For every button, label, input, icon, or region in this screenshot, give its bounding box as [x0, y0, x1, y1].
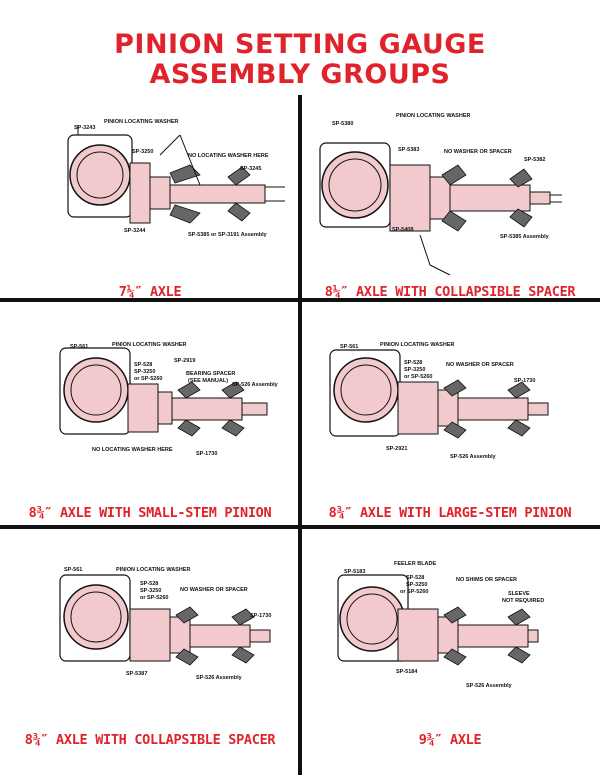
label-sp-3243: SP-3243 — [74, 125, 95, 131]
label-no-shims-or-spacer: NO SHIMS OR SPACER — [456, 577, 517, 583]
label-sp-5184: SP-5184 — [396, 669, 418, 675]
label-sp-3250: SP-3250 — [134, 369, 155, 375]
label-sp-5383: SP-5383 — [398, 147, 419, 153]
label-sp-528: SP-528 — [134, 362, 152, 368]
label-sp-526-assembly: SP-526 Assembly — [450, 454, 497, 460]
page-title-line-1: PINION SETTING GAUGE — [114, 29, 486, 60]
caption-9-3-4-axle: 9¾″ AXLE — [418, 732, 482, 748]
label-sp-3250: SP-3250 — [140, 588, 161, 594]
horizontal-divider-1 — [0, 298, 600, 302]
label-no-locating-washer-here: NO LOCATING WASHER HERE — [188, 153, 269, 159]
label-sp-561: SP-561 — [70, 344, 88, 350]
label-pinion-locating-washer: PINION LOCATING WASHER — [112, 342, 186, 348]
label-not-required: NOT REQUIRED — [502, 598, 544, 604]
label-feeler-blade: FEELER BLADE — [394, 561, 437, 567]
diagram-8-3-4-collapsible: SP-561 PINION LOCATING WASHER SP-528 SP-… — [59, 567, 271, 681]
label-sp-3250: SP-3250 — [404, 367, 425, 373]
label-sp-528: SP-528 — [406, 575, 424, 581]
label-no-washer-or-spacer: NO WASHER OR SPACER — [180, 587, 248, 593]
vertical-divider — [298, 95, 302, 775]
caption-8-3-4-collapsible: 8¾″ AXLE WITH COLLAPSIBLE SPACER — [24, 732, 276, 748]
label-or-sp-5260: or SP-5260 — [134, 376, 162, 382]
label-pinion-locating-washer: PINION LOCATING WASHER — [396, 113, 470, 119]
diagram-8-3-4-large-stem: SP-561 PINION LOCATING WASHER SP-528 SP-… — [329, 342, 549, 460]
label-sp-2919: SP-2919 — [174, 358, 195, 364]
label-sp-5408: SP-5408 — [392, 227, 413, 233]
label-sp-1730: SP-1730 — [514, 378, 535, 384]
label-sp-3250: SP-3250 — [406, 582, 427, 588]
caption-8-3-4-large-stem: 8¾″ AXLE WITH LARGE-STEM PINION — [328, 505, 572, 521]
label-sp-1730: SP-1730 — [250, 613, 271, 619]
label-or-sp-5260: or SP-5260 — [404, 374, 432, 380]
label-sp-526-assembly: SP-526 Assembly — [466, 683, 513, 689]
label-sp-526-assembly: SP-526 Assembly — [232, 382, 279, 388]
label-or-sp-5260: or SP-5260 — [400, 589, 428, 595]
page-title-line-2: ASSEMBLY GROUPS — [149, 59, 451, 90]
label-sp-5385-or-sp-3191: SP-5385 or SP-3191 Assembly — [188, 232, 268, 238]
label-sp-561: SP-561 — [340, 344, 358, 350]
label-sp-3245: SP-3245 — [240, 166, 261, 172]
label-sp-5387: SP-5387 — [126, 671, 147, 677]
diagram-8-3-4-small-stem: SP-561 PINION LOCATING WASHER SP-528 SP-… — [59, 342, 279, 457]
label-no-locating-washer-here: NO LOCATING WASHER HERE — [92, 447, 173, 453]
label-or-sp-5260: or SP-5260 — [140, 595, 168, 601]
label-pinion-locating-washer: PINION LOCATING WASHER — [104, 119, 178, 125]
label-sp-5382: SP-5382 — [524, 157, 545, 163]
label-pinion-locating-washer: PINION LOCATING WASHER — [380, 342, 454, 348]
horizontal-divider-2 — [0, 525, 600, 529]
label-sp-528: SP-528 — [140, 581, 158, 587]
label-sp-1730: SP-1730 — [196, 451, 217, 457]
label-no-washer-or-spacer: NO WASHER OR SPACER — [446, 362, 514, 368]
diagram-8-1-4-axle: SP-5380 PINION LOCATING WASHER SP-5383 N… — [319, 113, 562, 276]
label-sp-5183: SP-5183 — [344, 569, 365, 575]
label-sp-2921: SP-2921 — [386, 446, 407, 452]
label-sp-3250: SP-3250 — [132, 149, 153, 155]
label-sp-526-assembly: SP-526 Assembly — [196, 675, 243, 681]
diagram-7-1-4-axle: SP-3243 PINION LOCATING WASHER SP-3250 N… — [67, 119, 285, 238]
caption-8-1-4-axle: 8¼″ AXLE WITH COLLAPSIBLE SPACER — [324, 284, 576, 300]
label-sp-3244: SP-3244 — [124, 228, 146, 234]
label-sp-5385-assembly: SP-5385 Assembly — [500, 234, 550, 240]
caption-8-3-4-small-stem: 8¾″ AXLE WITH SMALL-STEM PINION — [28, 505, 272, 521]
label-pinion-locating-washer: PINION LOCATING WASHER — [116, 567, 190, 573]
diagram-9-3-4-axle: SP-5183 FEELER BLADE SP-528 SP-3250 or S… — [337, 561, 544, 689]
label-sp-5380: SP-5380 — [332, 121, 353, 127]
label-see-manual: (SEE MANUAL) — [188, 378, 228, 384]
label-no-washer-or-spacer: NO WASHER OR SPACER — [444, 149, 512, 155]
label-sp-561: SP-561 — [64, 567, 82, 573]
label-sleeve: SLEEVE — [508, 591, 530, 597]
label-sp-528: SP-528 — [404, 360, 422, 366]
label-bearing-spacer: BEARING SPACER — [186, 371, 235, 377]
caption-7-1-4-axle: 7¼″ AXLE — [118, 284, 182, 300]
